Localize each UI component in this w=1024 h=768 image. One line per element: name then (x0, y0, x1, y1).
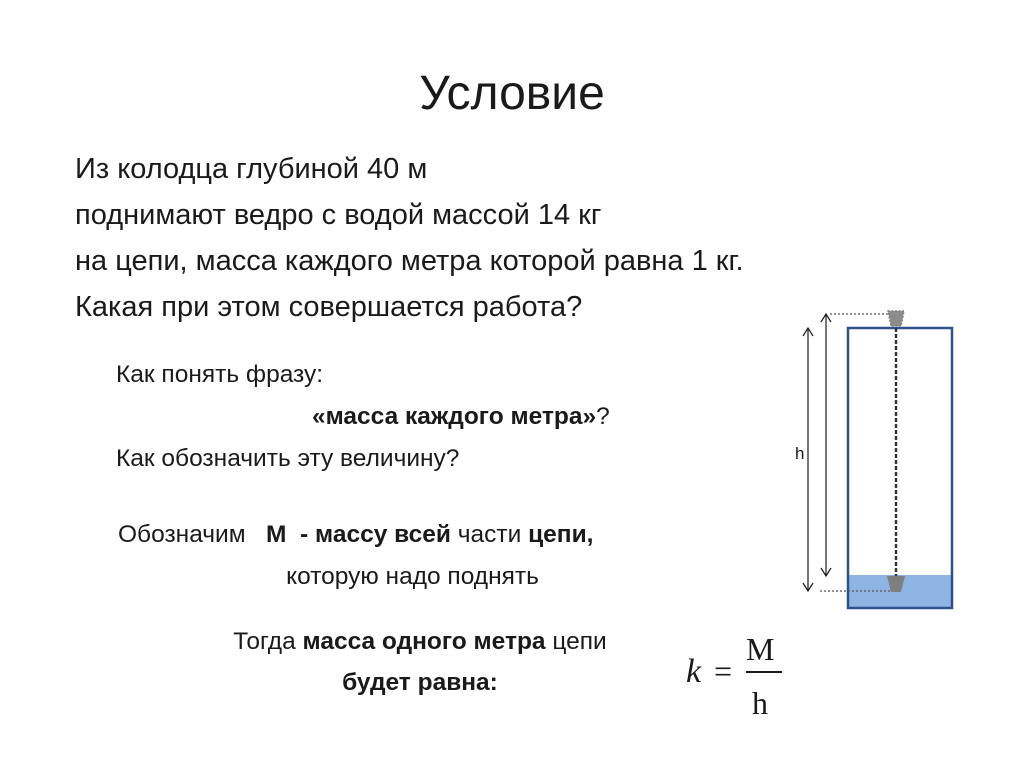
definition-bold: цепи, (528, 521, 594, 548)
conclusion-bold: будет равна: (342, 669, 498, 696)
definition-text: части (450, 521, 529, 548)
definition-line-2: которую надо поднять (286, 563, 539, 590)
condition-line: поднимают ведро с водой массой 14 кг (75, 199, 602, 231)
bucket-icon (887, 310, 905, 327)
arrow-head-top (820, 312, 832, 323)
definition-symbol: М (266, 521, 287, 548)
conclusion-line-1: Тогда масса одного метра цепи (0, 628, 840, 656)
formula-denominator: h (752, 685, 768, 721)
question-line-1: Как понять фразу: (116, 361, 324, 388)
question-line-3: Как обозначить эту величину? (116, 445, 460, 472)
conclusion-text: Тогда (233, 628, 303, 655)
formula: k = M h (686, 631, 782, 721)
height-label: h (795, 444, 804, 463)
question-mark: ? (596, 403, 610, 430)
well-diagram: h (795, 310, 954, 610)
conclusion-text: цепи (545, 628, 607, 655)
condition-line: Какая при этом совершается работа? (75, 291, 583, 323)
conclusion-bold: масса одного метра (302, 628, 546, 655)
formula-lhs: k (686, 653, 702, 690)
definition-text: Обозначим (118, 521, 267, 548)
well-outline (846, 326, 954, 610)
condition-line: на цепи, масса каждого метра которой рав… (75, 245, 744, 277)
arrow-head-bottom (820, 567, 832, 578)
definition-bold: - массу всей (286, 521, 451, 548)
slide-title: Условие (419, 67, 605, 120)
arrow-head-top (802, 326, 814, 337)
conclusion-line-2: будет равна: (0, 669, 840, 697)
question-phrase-bold: «масса каждого метра» (312, 403, 597, 430)
formula-numerator: M (746, 631, 774, 667)
problem-condition: Из колодца глубиной 40 м поднимают ведро… (75, 146, 744, 330)
bucket-icon (887, 576, 905, 592)
definition-line-1: Обозначим М - массу всей части цепи, (118, 521, 593, 549)
formula-equals: = (714, 653, 732, 689)
arrow-head-bottom (802, 582, 814, 593)
condition-line: Из колодца глубиной 40 м (75, 153, 428, 185)
question-phrase: «масса каждого метра»? (312, 403, 610, 431)
